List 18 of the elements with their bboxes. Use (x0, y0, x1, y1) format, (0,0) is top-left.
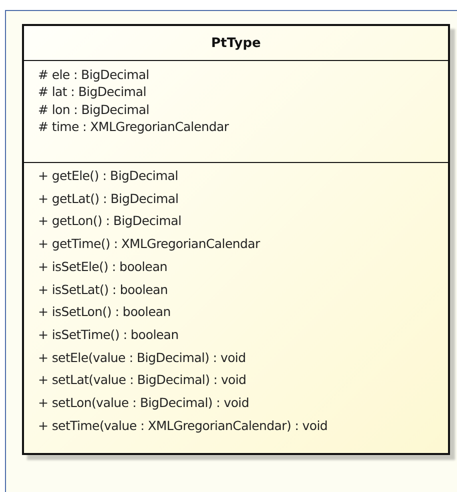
operation-text: + getEle() : BigDecimal (38, 168, 178, 183)
operation-text: + isSetLon() : boolean (38, 304, 171, 320)
operation-text: + getLon() : BigDecimal (38, 213, 182, 228)
operation-text: + setLon(value : BigDecimal) : void (38, 395, 249, 410)
class-name: PtType (24, 26, 448, 61)
class-box (22, 24, 450, 455)
operation-text: + getTime() : XMLGregorianCalendar (38, 236, 260, 252)
attribute-text: # time : XMLGregorianCalendar (38, 119, 229, 134)
attribute-text: # ele : BigDecimal (38, 67, 150, 82)
attribute-text: # lat : BigDecimal (38, 84, 146, 100)
operation-text: + setTime(value : XMLGregorianCalendar) : void (38, 418, 328, 433)
operation-text: + setLat(value : BigDecimal) : void (38, 372, 246, 388)
operation-text: + isSetEle() : boolean (38, 258, 168, 274)
operation-text: + isSetTime() : boolean (38, 326, 179, 342)
operation-text: + setEle(value : BigDecimal) : void (38, 350, 246, 365)
operation-text: + isSetLat() : boolean (38, 282, 168, 296)
operation-text: + getLat() : BigDecimal (38, 190, 178, 206)
attribute-text: # lon : BigDecimal (38, 102, 150, 117)
